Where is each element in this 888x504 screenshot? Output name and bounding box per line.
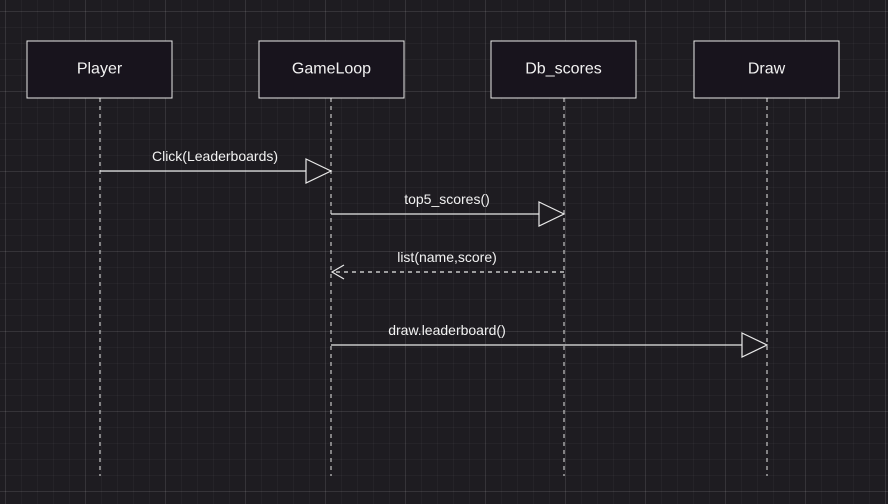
open-arrowhead-icon [330, 264, 345, 280]
lifelines [99, 98, 768, 476]
participant-gameloop[interactable]: GameLoop [258, 40, 405, 99]
participant-player[interactable]: Player [26, 40, 173, 99]
participant-draw[interactable]: Draw [693, 40, 840, 99]
participant-db-scores[interactable]: Db_scores [490, 40, 637, 99]
participant-box[interactable] [693, 40, 840, 99]
triangle-arrowhead-icon [741, 332, 769, 358]
participant-box[interactable] [258, 40, 405, 99]
participant-box[interactable] [26, 40, 173, 99]
triangle-arrowhead-icon [538, 201, 566, 227]
message-label: list(name,score) [397, 249, 497, 265]
message-list-name-score[interactable]: list(name,score) [330, 249, 564, 280]
triangle-arrowhead-icon [305, 158, 333, 184]
participant-box[interactable] [490, 40, 637, 99]
message-click-leaderboards[interactable]: Click(Leaderboards) [100, 148, 333, 184]
message-label: Click(Leaderboards) [152, 148, 278, 164]
participant-label: GameLoop [292, 61, 371, 78]
message-draw-leaderboard[interactable]: draw.leaderboard() [331, 322, 769, 358]
participant-label: Draw [748, 61, 786, 78]
message-top5-scores[interactable]: top5_scores() [331, 191, 566, 227]
message-label: top5_scores() [404, 191, 490, 207]
message-label: draw.leaderboard() [388, 322, 506, 338]
participant-label: Db_scores [525, 61, 601, 78]
participant-label: Player [77, 61, 123, 78]
